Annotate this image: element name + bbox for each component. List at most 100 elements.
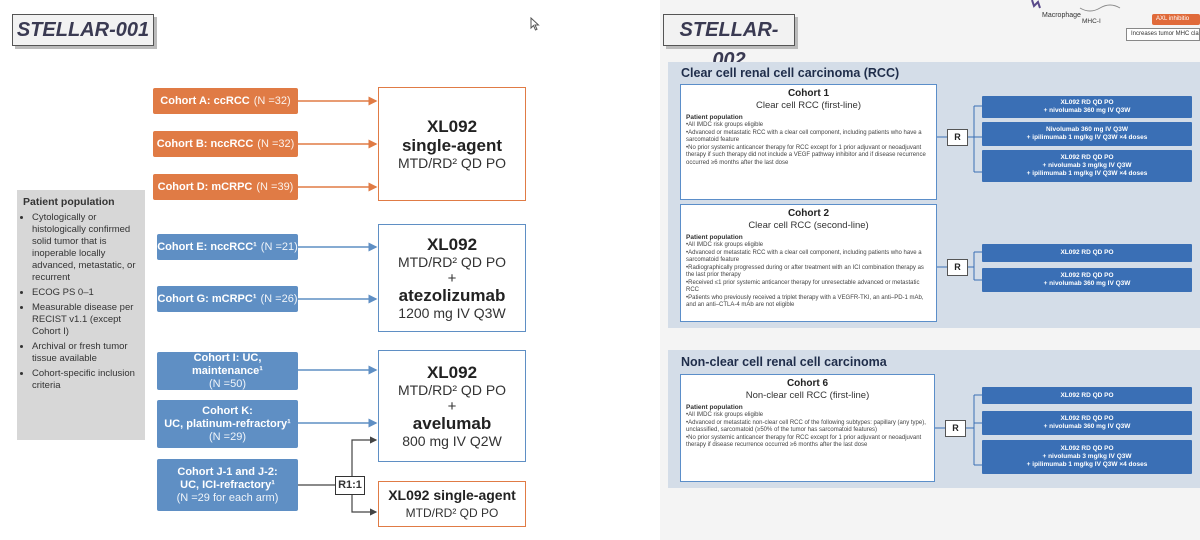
cohort-n: (N =32) <box>257 137 295 150</box>
cohort-n: (N =39) <box>256 180 294 193</box>
cohort-label: Cohort E: nccRCC¹ <box>157 240 257 253</box>
cohort-e: Cohort E: nccRCC¹ (N =21) <box>157 234 298 260</box>
plus-sign: + <box>447 269 457 287</box>
arm-line: + nivolumab 360 mg IV Q3W <box>1043 107 1131 114</box>
treatment-arm: XL092 RD QD PO + nivolumab 360 mg IV Q3W <box>982 268 1192 292</box>
stellar-002-panel: STELLAR-002 Macrophage MHC-I AXL inhibit… <box>660 0 1200 540</box>
drug-name-line2: single-agent <box>401 135 503 155</box>
criterion: Patients who previously received a tripl… <box>686 295 931 310</box>
cohort-a: Cohort A: ccRCC (N =32) <box>153 88 298 114</box>
patient-population-label: Patient population <box>686 404 743 411</box>
cohort-title: Cohort 6 <box>786 378 829 389</box>
drug-name: XL092 <box>426 234 478 254</box>
drug-name: XL092 single-agent <box>388 487 516 503</box>
treatment-arm: XL092 RD QD PO + nivolumab 3 mg/kg IV Q3… <box>982 150 1192 182</box>
population-criterion: ECOG PS 0–1 <box>32 287 139 299</box>
treatment-arm: XL092 RD QD PO + nivolumab 3 mg/kg IV Q3… <box>982 440 1192 474</box>
population-criterion: Cohort-specific inclusion criteria <box>32 368 139 392</box>
arm-line: XL092 RD QD PO <box>1060 445 1114 452</box>
cohort-label-line2: UC, ICI-refractory¹ <box>180 478 275 491</box>
axl-badge: AXL inhibitio <box>1152 14 1200 25</box>
cohort-label-line2: UC, platinum-refractory¹ <box>164 417 291 430</box>
cursor-icon <box>530 17 540 31</box>
cohort-i: Cohort I: UC, maintenance¹ (N =50) <box>157 352 298 390</box>
study-title: STELLAR-002 <box>663 14 795 71</box>
plus-sign: + <box>447 397 457 415</box>
criterion: Advanced or metastatic non-clear cell RC… <box>686 420 929 435</box>
arm-line: + nivolumab 360 mg IV Q3W <box>1043 423 1131 430</box>
cohort-2-card: Cohort 2 Clear cell RCC (second-line) Pa… <box>680 204 937 322</box>
treatment-xl092-avelumab: XL092 MTD/RD² QD PO + avelumab 800 mg IV… <box>378 350 526 462</box>
treatment-xl092-single-agent: XL092 single-agent MTD/RD² QD PO <box>378 87 526 201</box>
arm-line: XL092 RD QD PO <box>1060 272 1114 279</box>
cohort-n: (N =21) <box>260 240 298 253</box>
arm-line: Nivolumab 360 mg IV Q3W <box>1046 126 1128 133</box>
criterion: Advanced or metastatic RCC with a clear … <box>686 130 931 145</box>
nccrcc-section: Non-clear cell renal cell carcinoma Coho… <box>668 350 1200 488</box>
arm-line: XL092 RD QD PO <box>1060 99 1114 106</box>
arm-line: + nivolumab 360 mg IV Q3W <box>1043 280 1131 287</box>
treatment-xl092-single-agent-2: XL092 single-agent MTD/RD² QD PO <box>378 481 526 527</box>
cohort-title: Cohort 2 <box>787 208 830 219</box>
arm-line: + nivolumab 3 mg/kg IV Q3W <box>1042 453 1132 460</box>
cohort-1-card: Cohort 1 Clear cell RCC (first-line) Pat… <box>680 84 937 200</box>
dose: MTD/RD² QD PO <box>405 506 499 520</box>
treatment-arm: Nivolumab 360 mg IV Q3W + ipilimumab 1 m… <box>982 122 1192 146</box>
macrophage-label: Macrophage <box>1042 12 1081 19</box>
connector-lines <box>298 96 378 516</box>
cohort-label: Cohort G: mCRPC¹ <box>157 292 257 305</box>
arm-line: + ipilimumab 1 mg/kg IV Q3W ×4 doses <box>1026 170 1148 177</box>
patient-population-label: Patient population <box>686 114 743 121</box>
cohort-j: Cohort J-1 and J-2: UC, ICI-refractory¹ … <box>157 459 298 511</box>
randomization-box: R <box>945 420 966 437</box>
study-title: STELLAR-001 <box>12 14 154 46</box>
patient-population-label: Patient population <box>686 234 743 241</box>
section-title: Non-clear cell renal cell carcinoma <box>681 355 887 369</box>
cohort-label: Cohort D: mCRPC <box>157 180 253 193</box>
criterion: All IMDC risk groups eligible <box>686 412 929 420</box>
rcc-connector-lines <box>937 105 982 281</box>
randomization-box: R1:1 <box>335 476 365 495</box>
cohort-subtitle: Clear cell RCC (second-line) <box>748 220 869 231</box>
population-criterion: Archival or fresh tumor tissue available <box>32 341 139 365</box>
nccrcc-connector-lines <box>935 394 982 466</box>
cohort-k: Cohort K: UC, platinum-refractory¹ (N =2… <box>157 400 298 448</box>
arm-line: XL092 RD QD PO <box>1060 249 1114 256</box>
section-title: Clear cell renal cell carcinoma (RCC) <box>681 66 900 80</box>
criterion: No prior systemic anticancer therapy for… <box>686 435 929 450</box>
cohort-n: (N =32) <box>253 94 291 107</box>
randomization-box: R <box>947 129 968 146</box>
treatment-arm: XL092 RD QD PO + nivolumab 360 mg IV Q3W <box>982 96 1192 118</box>
cohort-d: Cohort D: mCRPC (N =39) <box>153 174 298 200</box>
cohort-b: Cohort B: nccRCC (N =32) <box>153 131 298 157</box>
treatment-arm: XL092 RD QD PO + nivolumab 360 mg IV Q3W <box>982 411 1192 435</box>
population-criterion: Measurable disease per RECIST v1.1 (exce… <box>32 302 139 338</box>
criterion: Radiographically progressed during or af… <box>686 265 931 280</box>
cohort-label: Cohort B: nccRCC <box>156 137 254 150</box>
cohort-subtitle: Non-clear cell RCC (first-line) <box>745 390 870 401</box>
drug-name: XL092 <box>426 116 478 136</box>
cohort-n: (N =29 for each arm) <box>176 491 279 504</box>
dose-2: 1200 mg IV Q3W <box>398 304 506 321</box>
cohort-n: (N =26) <box>260 292 298 305</box>
treatment-arm: XL092 RD QD PO <box>982 244 1192 262</box>
randomization-box: R <box>947 259 968 276</box>
cohort-title: Cohort 1 <box>787 88 830 99</box>
population-criterion: Cytologically or histologically confirme… <box>32 212 139 284</box>
cohort-n: (N =50) <box>209 377 246 390</box>
cohort-label: Cohort I: UC, maintenance¹ <box>192 351 263 377</box>
mechanism-figure: Macrophage MHC-I AXL inhibitio Increases… <box>1020 0 1200 46</box>
mhc-label: MHC-I <box>1082 18 1101 25</box>
criterion: All IMDC risk groups eligible <box>686 242 931 250</box>
rcc-section: Clear cell renal cell carcinoma (RCC) Co… <box>668 62 1200 328</box>
cohort-label: Cohort K: <box>202 404 253 417</box>
dose-2: 800 mg IV Q2W <box>402 432 502 449</box>
arm-line: XL092 RD QD PO <box>1060 391 1114 399</box>
criterion: All IMDC risk groups eligible <box>686 122 931 130</box>
arm-line: XL092 RD QD PO <box>1060 154 1114 161</box>
criterion: Advanced or metastatic RCC with a clear … <box>686 250 931 265</box>
criterion: Received ≤1 prior systemic anticancer th… <box>686 280 931 295</box>
cohort-label: Cohort J-1 and J-2: <box>177 465 278 478</box>
arm-line: XL092 RD QD PO <box>1060 415 1114 422</box>
cohort-6-card: Cohort 6 Non-clear cell RCC (first-line)… <box>680 374 935 482</box>
